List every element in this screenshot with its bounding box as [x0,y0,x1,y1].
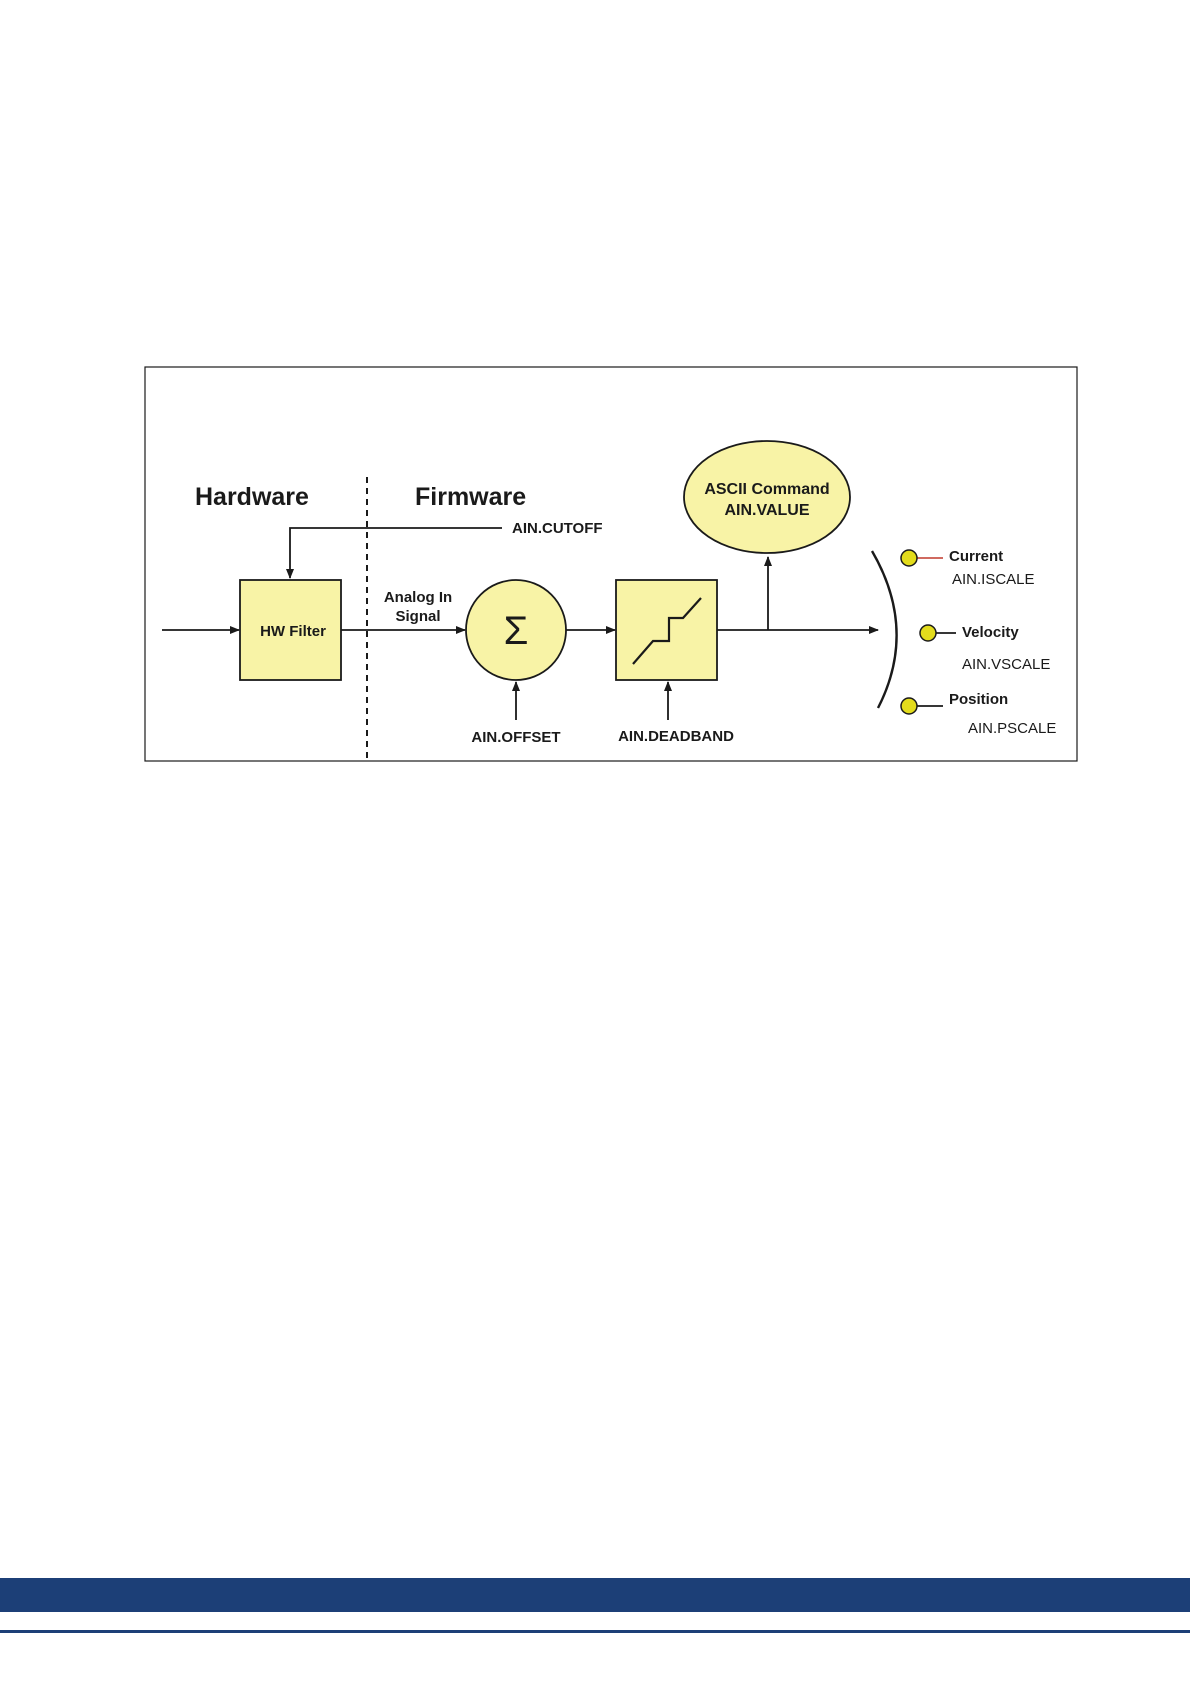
position-indicator[interactable] [901,698,917,714]
current-label: Current [949,548,1003,565]
offset-label: AIN.OFFSET [471,729,560,746]
velocity-label: Velocity [962,624,1019,641]
analog-in-label: Analog In [384,589,452,606]
current-indicator[interactable] [901,550,917,566]
velocity-indicator[interactable] [920,625,936,641]
footer-bar [0,1578,1190,1612]
firmware-heading: Firmware [415,483,526,511]
ain-value-label: AIN.VALUE [724,502,809,519]
current-param: AIN.ISCALE [952,571,1035,588]
position-param: AIN.PSCALE [968,720,1056,737]
hw-filter-label: HW Filter [260,623,326,640]
sigma-symbol: Σ [504,609,529,653]
deadband-block [616,580,717,680]
diagram-frame [145,367,1077,761]
analog-in-signal-label: Signal [395,608,440,625]
cutoff-label: AIN.CUTOFF [512,520,603,537]
velocity-param: AIN.VSCALE [962,656,1050,673]
position-label: Position [949,691,1008,708]
hardware-heading: Hardware [195,483,309,511]
ascii-command-label: ASCII Command [704,481,829,498]
deadband-label: AIN.DEADBAND [618,728,734,745]
footer-rule [0,1630,1190,1633]
